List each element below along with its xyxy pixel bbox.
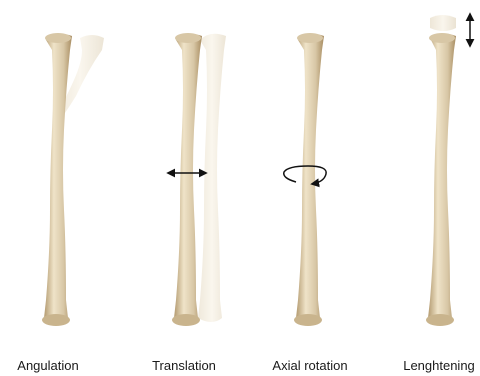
ghost-bone-top-segment (430, 15, 456, 31)
bone-axial-rotation (294, 33, 324, 326)
caption-lengthening: Lenghtening (403, 358, 475, 373)
bone-angulation (42, 33, 72, 326)
translation-panel (168, 33, 226, 326)
bone-lengthening (426, 33, 456, 326)
angulation-panel (42, 33, 104, 326)
caption-angulation: Angulation (17, 358, 78, 373)
bone-translation (172, 33, 202, 326)
lengthening-panel (426, 14, 470, 326)
axial-rotation-panel (284, 33, 326, 326)
caption-translation: Translation (152, 358, 216, 373)
ghost-bone-translated (198, 34, 226, 322)
caption-axial-rotation: Axial rotation (272, 358, 347, 373)
